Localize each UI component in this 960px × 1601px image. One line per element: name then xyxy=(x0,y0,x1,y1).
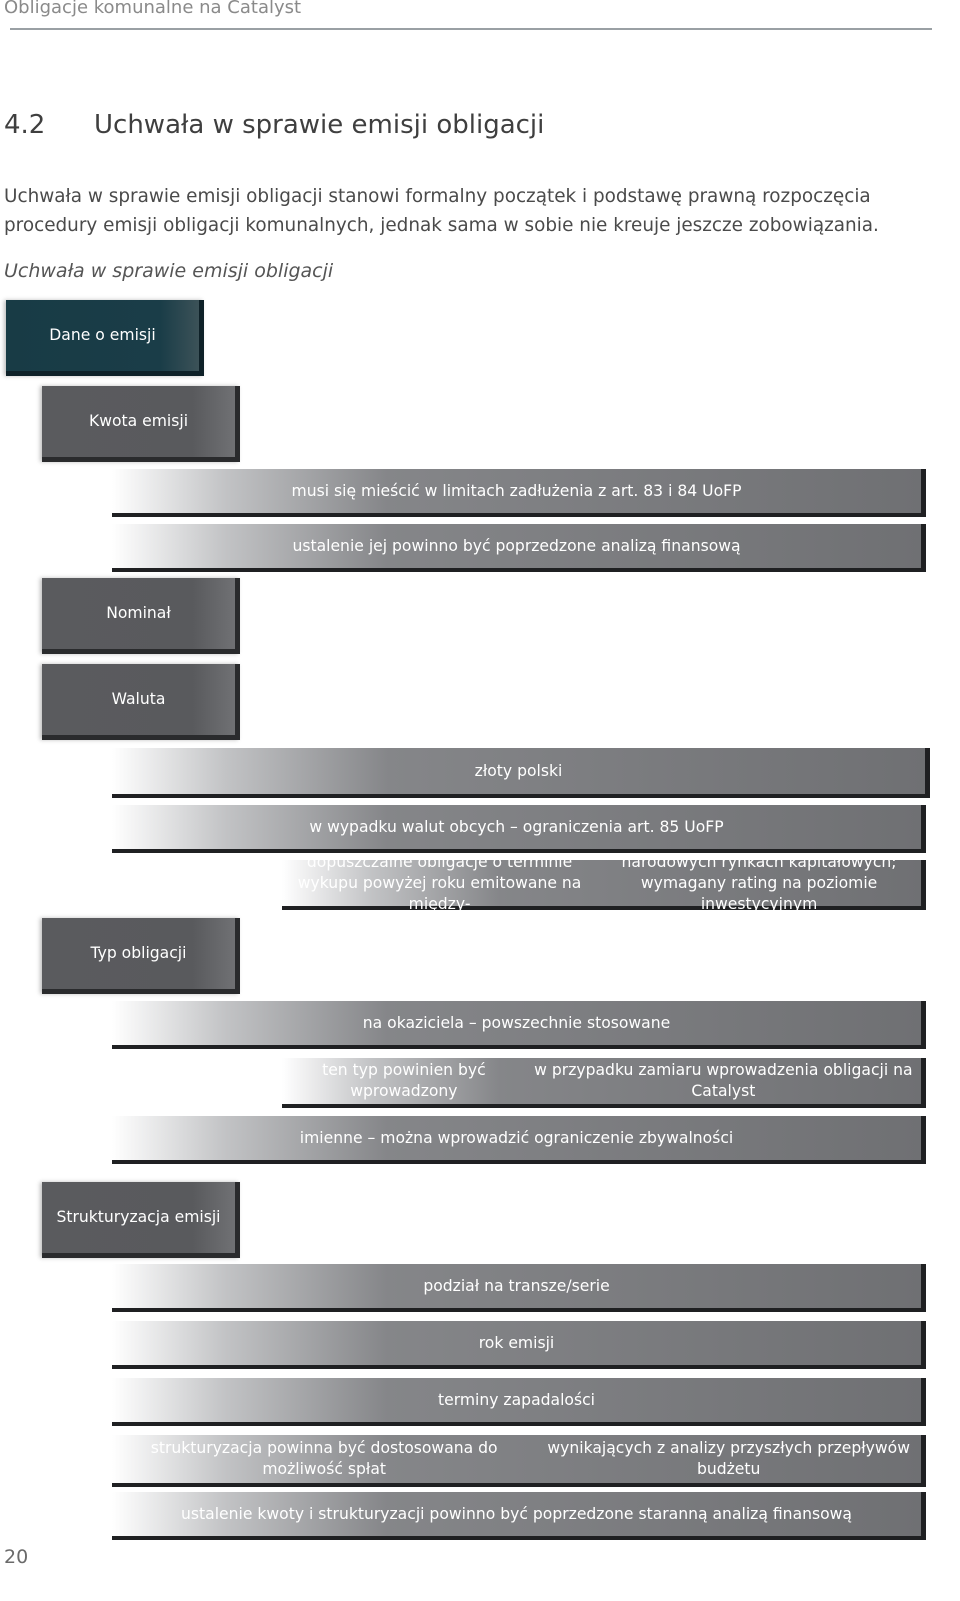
item-typ-catalyst-line1: ten typ powinien być wprowadzony xyxy=(322,1061,486,1100)
box-waluta: Waluta xyxy=(42,664,240,740)
section-title-text: Uchwała w sprawie emisji obligacji xyxy=(94,110,545,140)
box-typ-obligacji: Typ obligacji xyxy=(42,918,240,994)
box-nominal: Nominał xyxy=(42,578,240,654)
item-typ-catalyst: ten typ powinien być wprowadzony w przyp… xyxy=(282,1058,926,1108)
item-struktura-terminy: terminy zapadalości xyxy=(112,1378,926,1426)
item-struktura-splaty: strukturyzacja powinna być dostosowana d… xyxy=(112,1435,926,1487)
item-struktura-splaty-line1: strukturyzacja powinna być dostosowana d… xyxy=(150,1439,498,1478)
page-number: 20 xyxy=(4,1546,29,1568)
item-struktura-analiza: ustalenie kwoty i strukturyzacji powinno… xyxy=(112,1492,926,1540)
item-struktura-rok: rok emisji xyxy=(112,1321,926,1369)
item-kwota-analiza: ustalenie jej powinno być poprzedzone an… xyxy=(112,524,926,572)
item-struktura-splaty-line2: wynikających z analizy przyszłych przepł… xyxy=(547,1439,910,1478)
box-kwota-emisji: Kwota emisji xyxy=(42,386,240,462)
item-typ-catalyst-line2: w przypadku zamiaru wprowadzenia obligac… xyxy=(534,1061,913,1100)
section-number: 4.2 xyxy=(4,110,46,140)
running-header: Obligacje komunalne na Catalyst xyxy=(4,0,302,18)
section-title: 4.2 Uchwała w sprawie emisji obligacji xyxy=(4,110,544,140)
item-struktura-transze: podział na transze/serie xyxy=(112,1264,926,1312)
item-waluta-dopuszczalne: dopuszczalne obligacje o terminie wykupu… xyxy=(282,853,926,913)
header-rule xyxy=(10,28,932,30)
box-strukturyzacja-emisji: Strukturyzacja emisji xyxy=(42,1182,240,1258)
box-dane-o-emisji: Dane o emisji xyxy=(6,300,204,376)
item-waluta-dopuszczalne-line1: dopuszczalne obligacje o terminie wykupu… xyxy=(297,852,582,913)
item-waluta-zloty: złoty polski xyxy=(112,748,930,798)
diagram-title: Uchwała w sprawie emisji obligacji xyxy=(4,260,334,282)
item-typ-imienne: imienne – można wprowadzić ograniczenie … xyxy=(112,1116,926,1164)
intro-paragraph: Uchwała w sprawie emisji obligacji stano… xyxy=(4,186,879,236)
item-waluta-dopuszczalne-line2: narodowych rynkach kapitałowych; wymagan… xyxy=(621,852,897,913)
item-typ-okaziciela: na okaziciela – powszechnie stosowane xyxy=(112,1001,926,1049)
item-waluta-obce: w wypadku walut obcych – ograniczenia ar… xyxy=(112,805,926,853)
item-kwota-limit: musi się mieścić w limitach zadłużenia z… xyxy=(112,469,926,517)
